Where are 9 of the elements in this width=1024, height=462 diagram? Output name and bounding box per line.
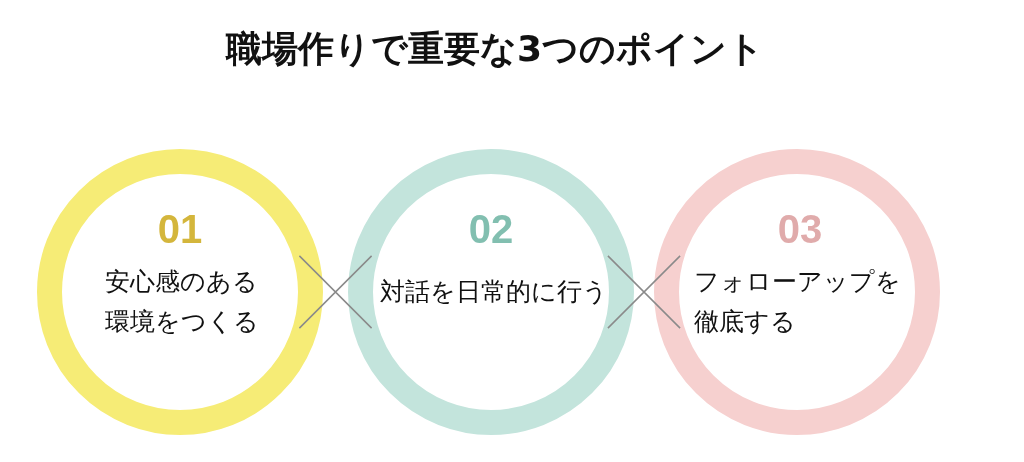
step-text: 安心感のある環境をつくる: [105, 266, 260, 338]
cross-connector: [298, 255, 373, 329]
cross-connector: [607, 255, 681, 329]
step-number: 02: [468, 209, 514, 249]
step-text: フォローアップを徹底する: [694, 266, 902, 338]
title: 職場作りで重要な3つのポイント: [225, 27, 765, 71]
step-number: 01: [157, 209, 203, 249]
step-number: 03: [777, 209, 823, 249]
step-text: 対話を日常的に行う: [380, 276, 608, 308]
